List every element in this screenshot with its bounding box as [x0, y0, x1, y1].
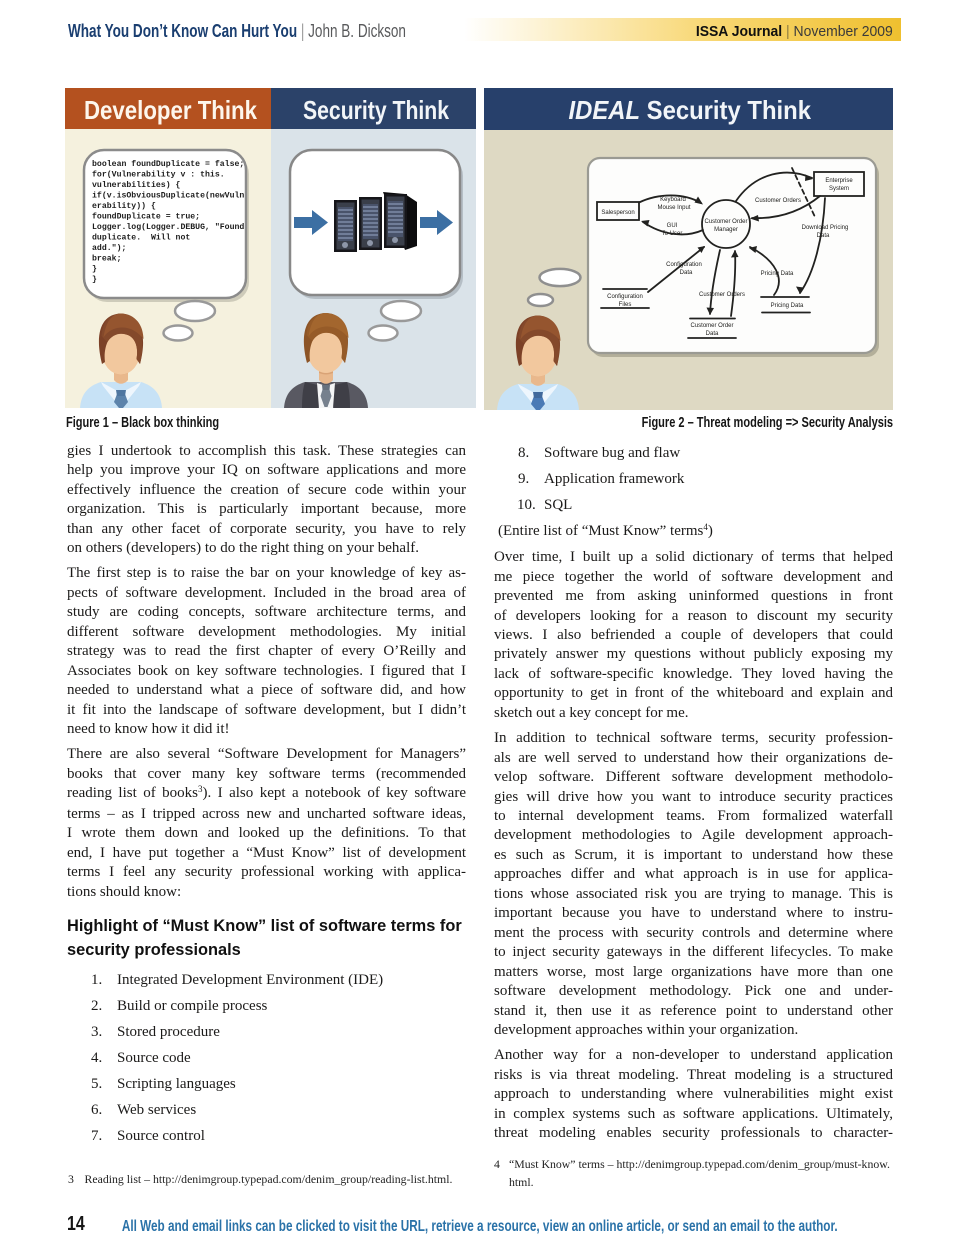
svg-text:for(Vulnerability v : this.: for(Vulnerability v : this. — [92, 170, 225, 180]
svg-text:duplicate. Will not: duplicate. Will not — [92, 233, 190, 243]
svg-text:add.");: add."); — [92, 243, 126, 253]
svg-text:Developer Think: Developer Think — [84, 95, 257, 125]
svg-text:Data: Data — [706, 331, 719, 337]
svg-text:Logger.log(Logger.DEBUG, "Foun: Logger.log(Logger.DEBUG, "Found — [92, 222, 244, 232]
svg-text:Configuration: Configuration — [607, 294, 643, 300]
svg-text:erability)) {: erability)) { — [92, 201, 156, 211]
svg-text:Enterprise: Enterprise — [825, 178, 853, 184]
svg-text:Customer Orders: Customer Orders — [755, 198, 801, 204]
svg-text:Data: Data — [680, 270, 693, 276]
svg-text:System: System — [829, 186, 849, 192]
svg-text:Customer Order: Customer Order — [690, 323, 733, 329]
svg-text:Security Think: Security Think — [303, 95, 449, 125]
svg-text:Customer Order: Customer Order — [704, 219, 747, 225]
svg-text:}: } — [92, 275, 97, 285]
svg-text:Salesperson: Salesperson — [601, 210, 634, 216]
svg-text:Pricing Data: Pricing Data — [771, 303, 804, 309]
svg-text:IDEAL Security Think: IDEAL Security Think — [569, 95, 812, 125]
svg-text:Manager: Manager — [714, 227, 738, 233]
svg-text:Keyboard: Keyboard — [660, 197, 686, 203]
svg-text:boolean foundDuplicate = false: boolean foundDuplicate = false; — [92, 159, 244, 169]
svg-text:}: } — [92, 264, 97, 274]
svg-text:Mouse Input: Mouse Input — [657, 205, 690, 211]
svg-text:Configuration: Configuration — [666, 262, 702, 268]
svg-text:if(v.isObviousDuplicate(newVul: if(v.isObviousDuplicate(newVuln — [92, 191, 244, 201]
svg-text:Files: Files — [619, 302, 632, 308]
svg-text:GUI: GUI — [667, 223, 678, 229]
svg-text:Download Pricing: Download Pricing — [802, 225, 849, 231]
svg-text:break;: break; — [92, 254, 121, 264]
svg-text:Customer Orders: Customer Orders — [699, 292, 745, 298]
svg-text:foundDuplicate = true;: foundDuplicate = true; — [92, 212, 200, 222]
svg-text:vulnerabilities) {: vulnerabilities) { — [92, 180, 181, 190]
svg-text:Data: Data — [817, 233, 830, 239]
